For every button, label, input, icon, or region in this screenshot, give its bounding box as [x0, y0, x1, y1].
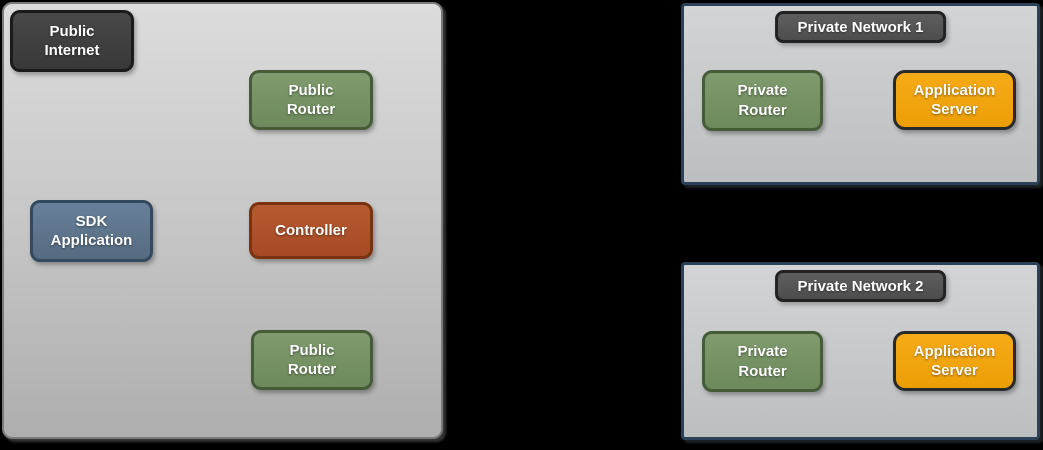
- node-public-router-top: Public Router: [249, 70, 373, 130]
- public-internet-zone: Public Internet Public Router SDK Applic…: [2, 2, 443, 439]
- node-controller: Controller: [249, 202, 373, 259]
- node-sdk-application: SDK Application: [30, 200, 153, 262]
- private-network-2-title: Private Network 2: [774, 270, 947, 302]
- private-network-2-zone: Private Network 2 Private Router Applica…: [681, 262, 1040, 440]
- node-private-router-1: Private Router: [702, 70, 823, 131]
- node-application-server-1: Application Server: [893, 70, 1016, 130]
- node-application-server-2: Application Server: [893, 331, 1016, 391]
- node-private-router-2: Private Router: [702, 331, 823, 392]
- private-network-1-zone: Private Network 1 Private Router Applica…: [681, 3, 1040, 185]
- node-public-internet: Public Internet: [10, 10, 134, 72]
- node-public-router-bottom: Public Router: [251, 330, 373, 390]
- private-network-1-title: Private Network 1: [774, 11, 947, 43]
